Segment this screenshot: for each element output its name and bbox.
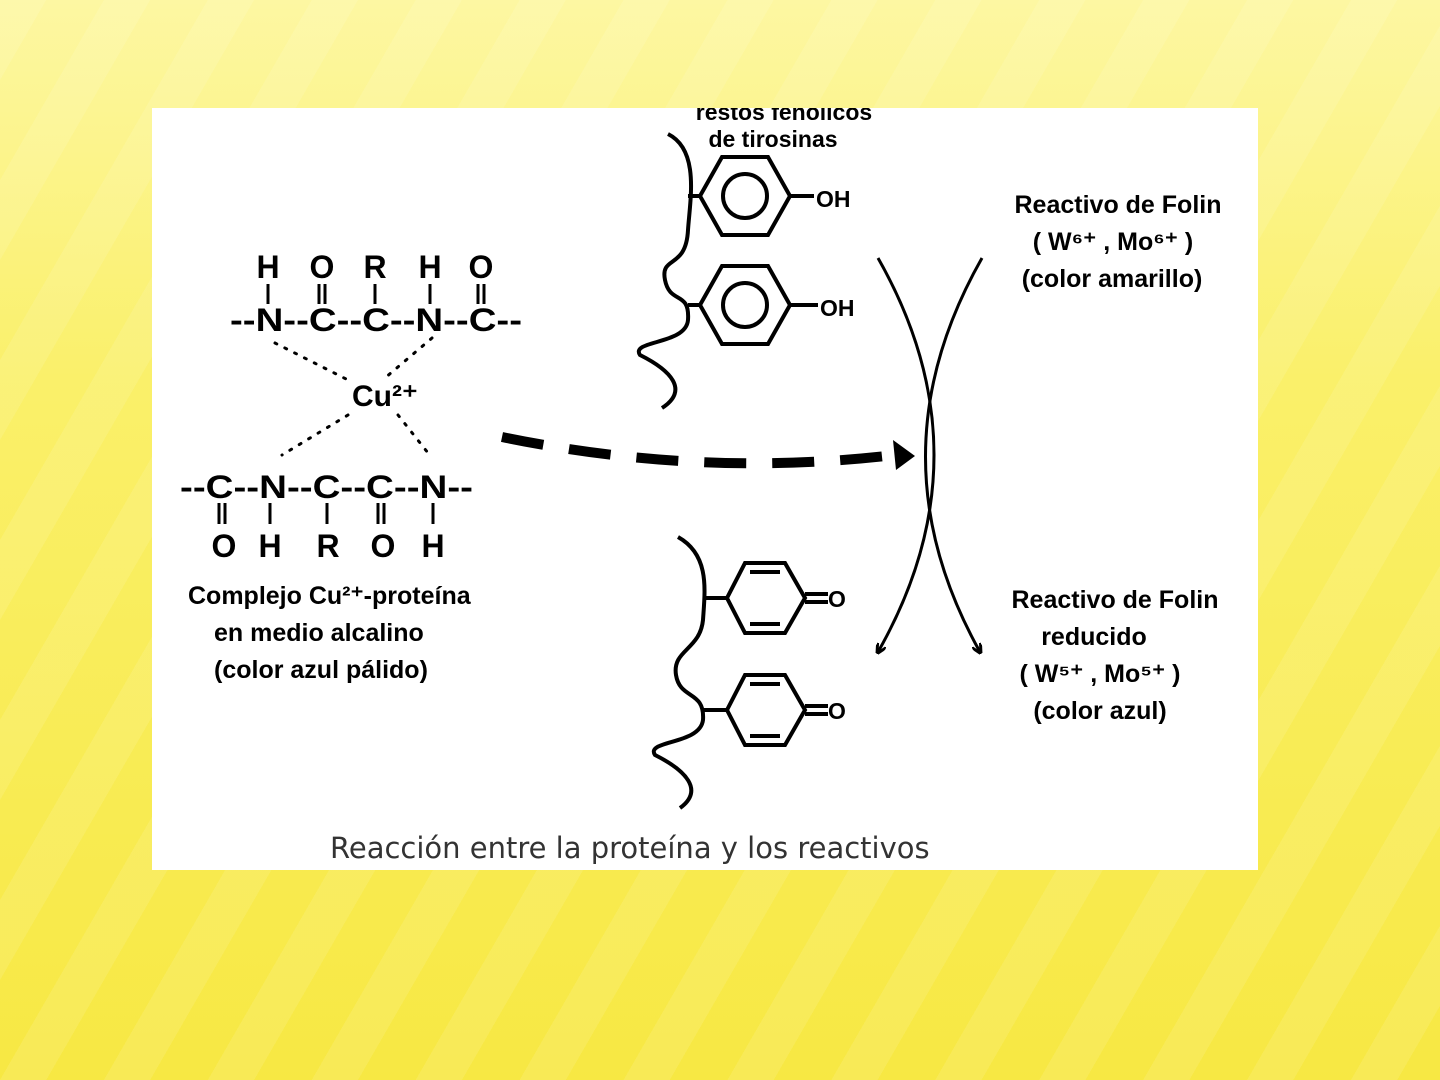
tyrosine-label-line: de tirosinas (708, 126, 837, 152)
coordination-bonds (273, 336, 434, 460)
atom: R (316, 528, 339, 564)
label-line: ( W⁶⁺ , Mo⁶⁺ ) (1033, 228, 1194, 256)
atom: O (212, 528, 237, 564)
bonds (266, 284, 486, 304)
oxidation-arrow (924, 257, 984, 652)
atom: H (421, 528, 444, 564)
label-line: (color amarillo) (1022, 265, 1203, 293)
copper-ion-label: Cu²⁺ (352, 380, 418, 413)
folin-oxidized-label: Reactivo de Folin ( W⁶⁺ , Mo⁶⁺ ) (color … (1015, 191, 1222, 293)
tyrosine-residues (636, 132, 818, 410)
figure-caption: Reacción entre la proteína y los reactiv… (330, 831, 930, 865)
complex-label: Complejo Cu²⁺-proteína en medio alcalino… (188, 582, 472, 684)
carbonyl-label: O (828, 698, 846, 724)
peptide-chain: --C--N--C--C--N-- (180, 469, 473, 505)
quinone-residues (651, 535, 828, 810)
label-line: ( W⁵⁺ , Mo⁵⁺ ) (1020, 660, 1181, 688)
atom: O (371, 528, 396, 564)
atom: O (310, 249, 335, 285)
peptide-bottom: --C--N--C--C--N-- O H R O H (180, 469, 473, 564)
complex-label-line: (color azul pálido) (214, 656, 428, 684)
atom: R (363, 249, 386, 285)
label-line: (color azul) (1033, 697, 1166, 725)
reduction-arrow (878, 257, 936, 652)
reaction-diagram: H O R H O --N--C--C--N--C-- Cu²⁺ --C--N-… (180, 99, 1222, 865)
atom: H (256, 249, 279, 285)
complex-label-line: Complejo Cu²⁺-proteína (188, 582, 472, 610)
atom: H (258, 528, 281, 564)
hydroxyl-label: OH (820, 295, 855, 321)
label-line: reducido (1041, 623, 1147, 651)
peptide-top: H O R H O --N--C--C--N--C-- (230, 249, 522, 338)
atom: H (418, 249, 441, 285)
folin-reduced-label: Reactivo de Folin reducido ( W⁵⁺ , Mo⁵⁺ … (1012, 586, 1219, 725)
label-line: Reactivo de Folin (1015, 191, 1222, 219)
dashed-arrow (500, 432, 896, 469)
hydroxyl-label: OH (816, 186, 851, 212)
dashed-arrow-head (893, 440, 915, 470)
complex-label-line: en medio alcalino (214, 619, 424, 647)
carbonyl-label: O (828, 586, 846, 612)
peptide-chain: --N--C--C--N--C-- (230, 302, 522, 338)
label-line: Reactivo de Folin (1012, 586, 1219, 614)
atom: O (469, 249, 494, 285)
tyrosine-label-line: restos fenólicos (696, 99, 872, 125)
diagram-panel (152, 108, 1258, 870)
